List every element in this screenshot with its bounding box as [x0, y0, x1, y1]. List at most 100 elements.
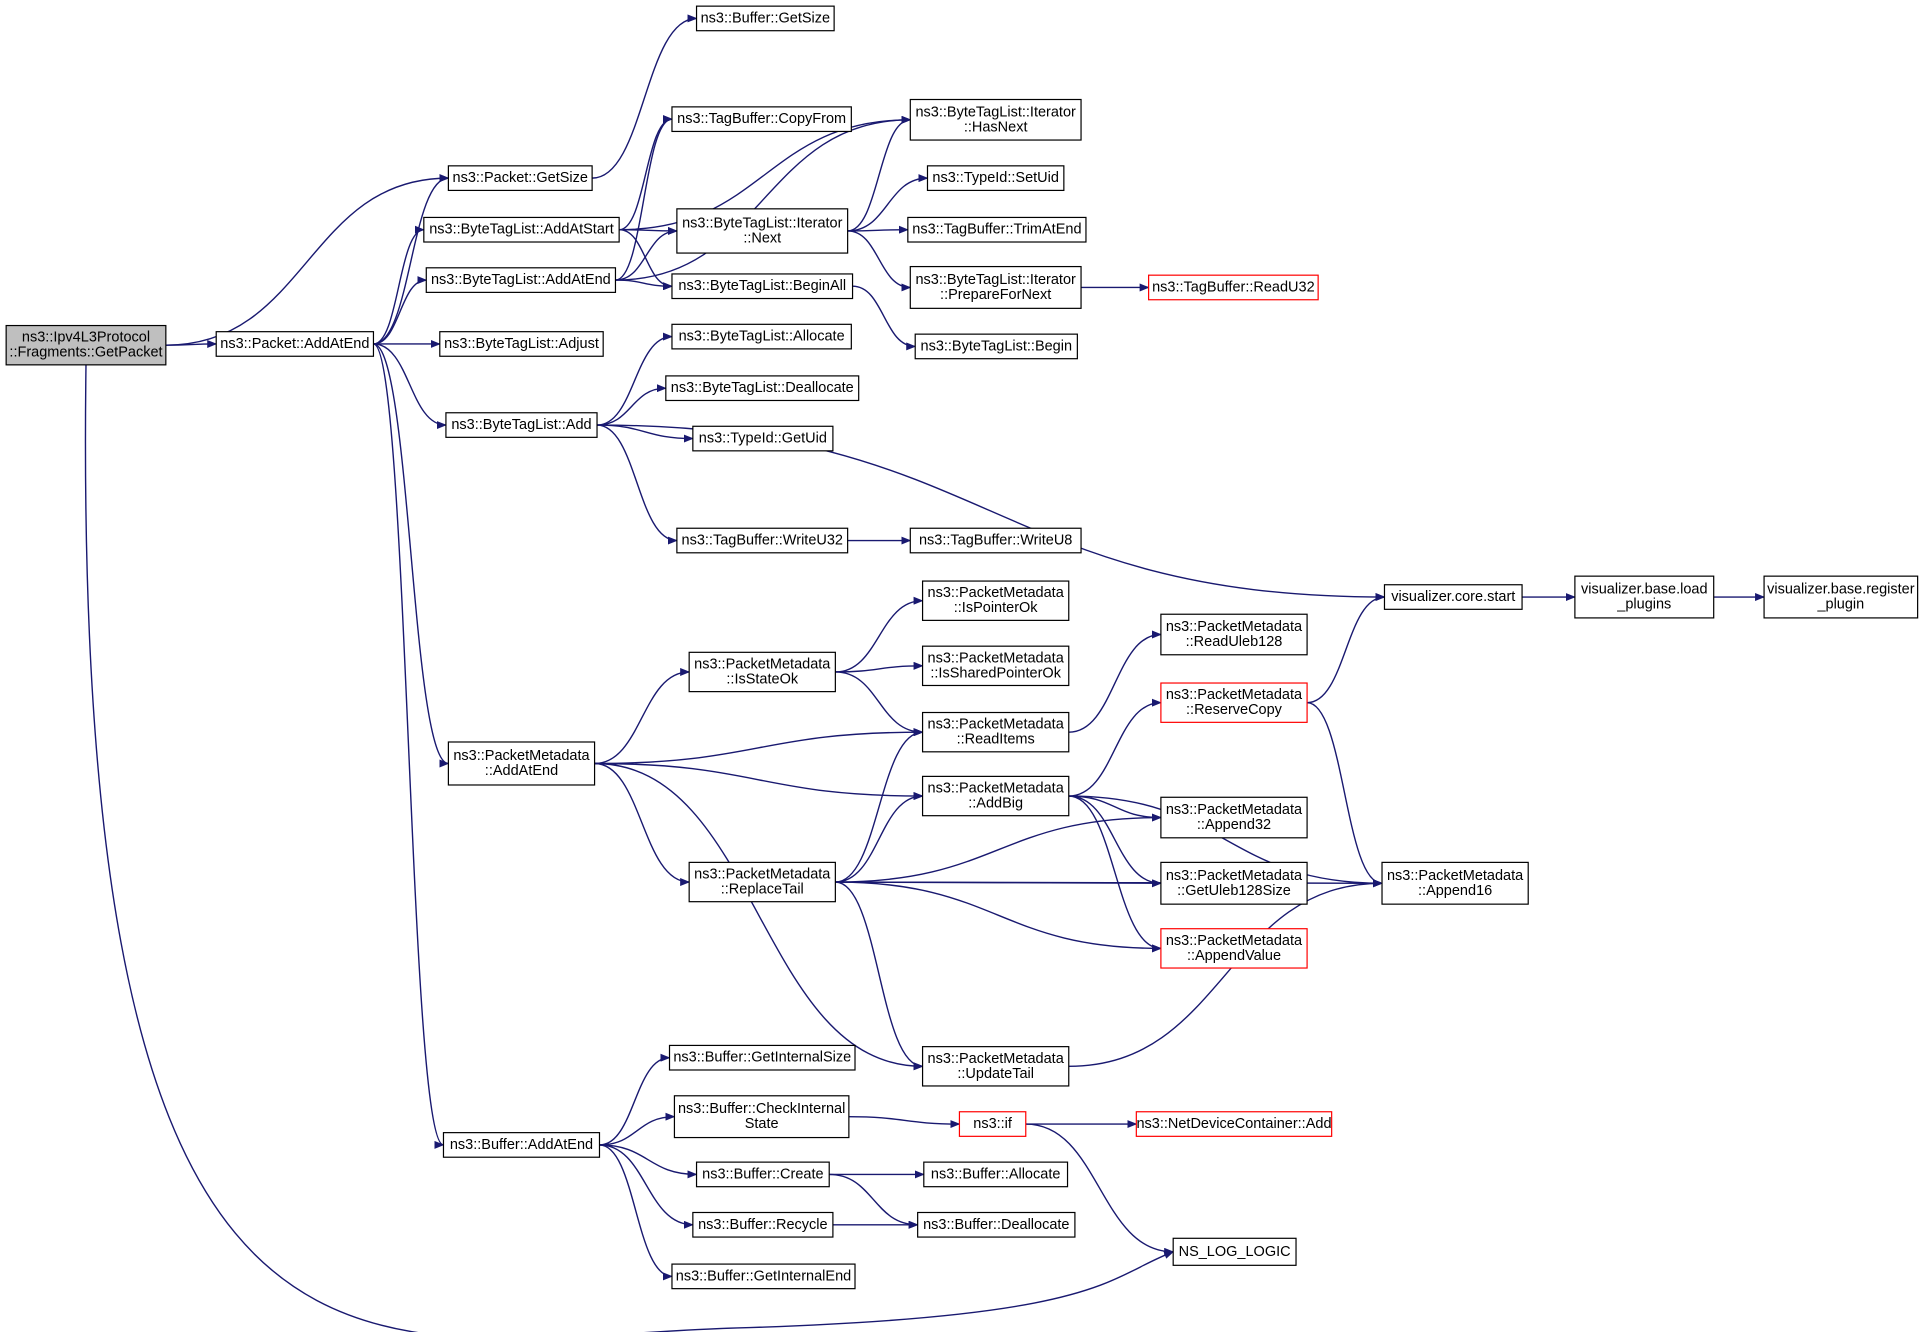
edge-btl-addatstart-to-btli-next — [619, 226, 678, 235]
node-pm-readitems[interactable]: ns3::PacketMetadata::ReadItems — [921, 711, 1070, 753]
node-tb-trimatend[interactable]: ns3::TagBuffer::TrimAtEnd — [907, 216, 1087, 243]
edge-pm-updatetail-to-pm-append16 — [1068, 879, 1384, 1068]
edge-pm-addbig-to-pm-reservecopy — [1068, 698, 1162, 797]
node-btl-addatend[interactable]: ns3::ByteTagList::AddAtEnd — [425, 267, 617, 293]
node-viz-load-plugins[interactable]: visualizer.base.load_plugins — [1574, 575, 1715, 619]
node-root[interactable]: ns3::Ipv4L3Protocol::Fragments::GetPacke… — [5, 324, 167, 366]
node-box — [688, 651, 836, 693]
node-box — [1160, 682, 1308, 723]
node-pm-getuleb128size[interactable]: ns3::PacketMetadata::GetUleb128Size — [1160, 861, 1308, 905]
node-ns3-if[interactable]: ns3::if — [958, 1111, 1027, 1137]
node-buf-recycle[interactable]: ns3::Buffer::Recycle — [692, 1211, 834, 1238]
node-btl-addatstart[interactable]: ns3::ByteTagList::AddAtStart — [423, 216, 620, 243]
node-label: _plugins — [1616, 597, 1671, 613]
node-pm-appendvalue[interactable]: ns3::PacketMetadata::AppendValue — [1160, 928, 1308, 969]
node-pm-updatetail[interactable]: ns3::PacketMetadata::UpdateTail — [921, 1046, 1070, 1087]
node-label: ns3::Packet::AddAtEnd — [220, 336, 369, 352]
edge-buf-addatend-to-buf-getinternalsize — [599, 1053, 671, 1146]
node-btl-adjust[interactable]: ns3::ByteTagList::Adjust — [439, 331, 604, 357]
node-buf-getsize[interactable]: ns3::Buffer::GetSize — [695, 5, 835, 32]
node-pm-replacetail[interactable]: ns3::PacketMetadata::ReplaceTail — [688, 861, 836, 903]
node-box — [215, 331, 375, 357]
node-label: State — [745, 1116, 779, 1132]
node-label: ::IsPointerOk — [954, 600, 1039, 616]
node-label: ns3::ByteTagList::Iterator — [915, 104, 1076, 120]
edge-packet-addatend-to-btl-addatend — [373, 276, 428, 345]
node-label: ::IsSharedPointerOk — [930, 665, 1061, 681]
node-label: ns3::PacketMetadata — [928, 585, 1065, 601]
node-pm-isstateok[interactable]: ns3::PacketMetadata::IsStateOk — [688, 651, 836, 693]
node-box — [921, 1046, 1070, 1087]
node-label: ns3::ByteTagList::Deallocate — [671, 380, 854, 396]
edge-btl-add-to-btl-deallocate — [597, 384, 667, 426]
node-box — [695, 5, 835, 32]
node-label: ns3::ByteTagList::Begin — [921, 338, 1073, 354]
node-pm-ispointerok[interactable]: ns3::PacketMetadata::IsPointerOk — [921, 580, 1070, 621]
node-box — [1574, 575, 1715, 619]
edge-btli-next-to-btli-prepare — [847, 230, 912, 292]
node-label: visualizer.core.start — [1391, 589, 1515, 605]
node-buf-getinternalend[interactable]: ns3::Buffer::GetInternalEnd — [671, 1263, 856, 1290]
node-tb-writeu32[interactable]: ns3::TagBuffer::WriteU32 — [676, 527, 849, 554]
node-label: ns3::ByteTagList::AddAtEnd — [431, 272, 611, 288]
node-label: ns3::ByteTagList::Iterator — [915, 272, 1076, 288]
node-viz-register-plugin[interactable]: visualizer.base.register_plugin — [1763, 575, 1919, 619]
edge-packet-addatend-to-pm-addatend — [373, 343, 450, 768]
node-buf-allocate[interactable]: ns3::Buffer::Allocate — [923, 1161, 1069, 1188]
node-label: ns3::ByteTagList::Allocate — [679, 329, 845, 345]
node-pm-addbig[interactable]: ns3::PacketMetadata::AddBig — [921, 775, 1070, 817]
edge-packet-addatend-to-btl-addatstart — [373, 225, 425, 345]
node-pm-issharedpointerok[interactable]: ns3::PacketMetadata::IsSharedPointerOk — [921, 645, 1070, 687]
node-tb-writeu8[interactable]: ns3::TagBuffer::WriteU8 — [909, 527, 1082, 554]
node-btl-allocate[interactable]: ns3::ByteTagList::Allocate — [671, 323, 852, 350]
node-btli-prepare[interactable]: ns3::ByteTagList::Iterator::PrepareForNe… — [909, 265, 1082, 309]
node-viz-core-start[interactable]: visualizer.core.start — [1383, 584, 1523, 610]
edge-buf-addatend-to-buf-recycle — [599, 1144, 694, 1229]
node-label: ::ReplaceTail — [721, 882, 804, 898]
edge-pm-isstateok-to-pm-ispointerok — [835, 596, 924, 673]
node-box — [1148, 274, 1319, 301]
edge-root-to-ns-log-logic — [84, 364, 1175, 1332]
node-box — [921, 711, 1070, 753]
node-box — [671, 1263, 856, 1290]
node-box — [423, 216, 620, 243]
node-box — [442, 1132, 601, 1158]
edge-buf-addatend-to-buf-checkinternal — [599, 1112, 676, 1146]
node-pm-readuleb128[interactable]: ns3::PacketMetadata::ReadUleb128 — [1160, 613, 1308, 656]
edge-buf-create-to-buf-deallocate — [829, 1173, 919, 1229]
node-box — [665, 375, 860, 402]
node-btl-beginall[interactable]: ns3::ByteTagList::BeginAll — [671, 273, 854, 300]
node-btl-deallocate[interactable]: ns3::ByteTagList::Deallocate — [665, 375, 860, 402]
node-pm-append32[interactable]: ns3::PacketMetadata::Append32 — [1160, 796, 1308, 839]
node-tb-copyfrom[interactable]: ns3::TagBuffer::CopyFrom — [671, 106, 852, 133]
node-label: visualizer.base.load — [1581, 582, 1708, 598]
node-label: ns3::PacketMetadata — [928, 650, 1065, 666]
node-label: ns3::TagBuffer::WriteU32 — [682, 533, 843, 549]
node-btl-begin[interactable]: ns3::ByteTagList::Begin — [914, 333, 1078, 360]
node-ndc-add[interactable]: ns3::NetDeviceContainer::Add — [1135, 1111, 1333, 1137]
node-packet-getsize[interactable]: ns3::Packet::GetSize — [447, 165, 593, 192]
node-btli-hasnext[interactable]: ns3::ByteTagList::Iterator::HasNext — [909, 98, 1082, 141]
node-pm-reservecopy[interactable]: ns3::PacketMetadata::ReserveCopy — [1160, 682, 1308, 723]
node-ns-log-logic[interactable]: NS_LOG_LOGIC — [1172, 1237, 1297, 1266]
node-buf-deallocate[interactable]: ns3::Buffer::Deallocate — [917, 1211, 1076, 1238]
node-label: ns3::ByteTagList::AddAtStart — [429, 222, 614, 238]
node-box — [5, 324, 167, 366]
node-buf-addatend[interactable]: ns3::Buffer::AddAtEnd — [442, 1132, 601, 1158]
node-buf-create[interactable]: ns3::Buffer::Create — [695, 1161, 830, 1188]
node-pm-append16[interactable]: ns3::PacketMetadata::Append16 — [1381, 861, 1529, 905]
node-typeid-setuid[interactable]: ns3::TypeId::SetUid — [926, 165, 1065, 192]
node-label: ::GetUleb128Size — [1177, 883, 1291, 899]
node-btli-next[interactable]: ns3::ByteTagList::Iterator::Next — [676, 208, 849, 254]
edge-pm-addbig-to-pm-getuleb128size — [1068, 795, 1162, 888]
node-pm-addatend[interactable]: ns3::PacketMetadata::AddAtEnd — [447, 741, 596, 786]
edge-ns3-if-to-ns-log-logic — [1025, 1123, 1175, 1256]
node-btl-add[interactable]: ns3::ByteTagList::Add — [445, 412, 598, 438]
node-buf-getinternalsize[interactable]: ns3::Buffer::GetInternalSize — [668, 1044, 856, 1071]
node-packet-addatend[interactable]: ns3::Packet::AddAtEnd — [215, 331, 375, 357]
edge-pm-replacetail-to-pm-append32 — [835, 813, 1162, 883]
node-typeid-getuid[interactable]: ns3::TypeId::GetUid — [692, 425, 834, 452]
node-tb-readu32[interactable]: ns3::TagBuffer::ReadU32 — [1148, 274, 1319, 301]
node-box — [1135, 1111, 1333, 1137]
